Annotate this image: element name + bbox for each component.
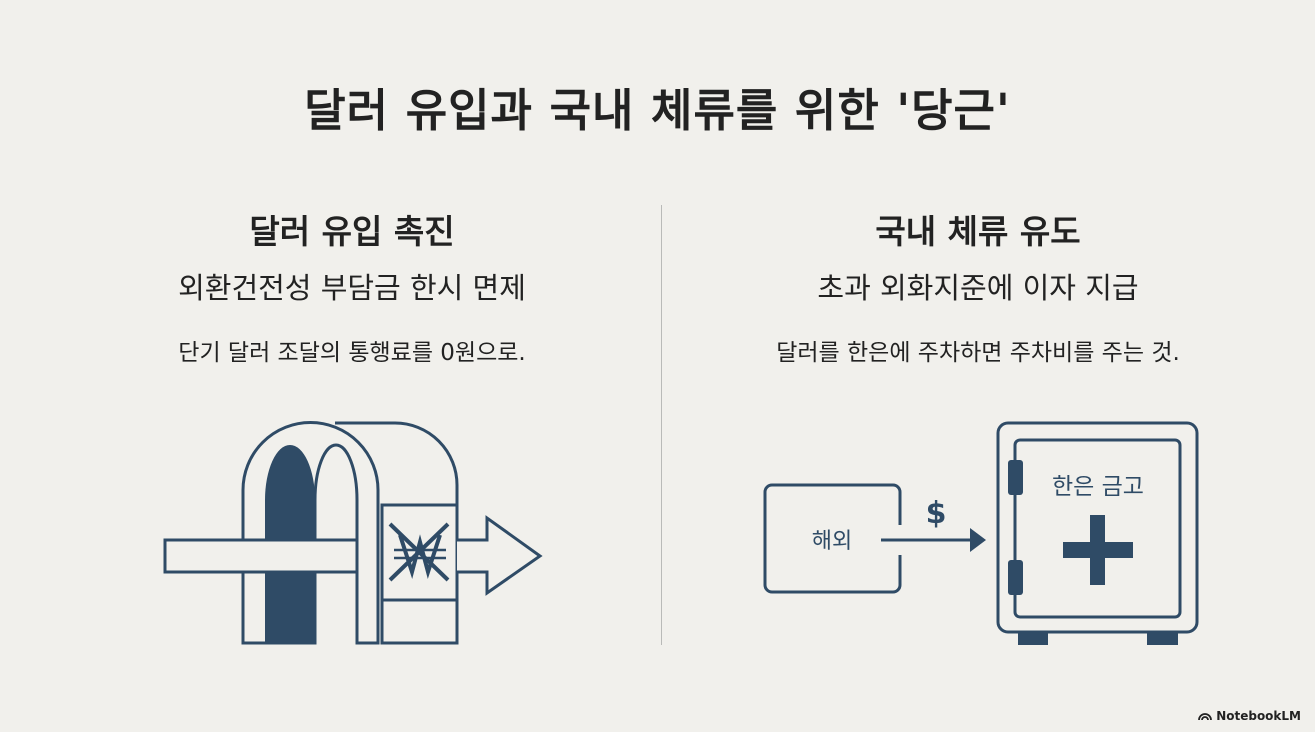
toll-gate-illustration [163,421,543,645]
right-description: 달러를 한은에 주차하면 주차비를 주는 것. [776,340,1180,366]
vault-label: 한은 금고 [1052,474,1144,500]
notebooklm-logo: NotebookLM [1198,709,1301,723]
arrow-head-icon [970,528,986,552]
vault-illustration: 해외 $ 한은 금고 [763,421,1199,645]
plus-icon [1063,515,1133,585]
right-heading: 국내 체류 유도 [875,212,1081,251]
vault-body [996,421,1199,634]
crossed-won-icon [388,522,450,582]
dollar-icon: $ [926,496,947,531]
left-subtitle: 외환건전성 부담금 한시 면제 [178,271,526,305]
notebooklm-icon [1198,713,1213,721]
left-column: 달러 유입 촉진 외환건전성 부담금 한시 면제 단기 달러 조달의 통행료를 … [42,205,662,367]
slide-title: 달러 유입과 국내 체류를 위한 '당근' [304,84,1011,137]
overseas-box [763,483,902,594]
left-description: 단기 달러 조달의 통행료를 0원으로. [178,340,526,366]
right-subtitle: 초과 외화지준에 이자 지급 [817,271,1139,305]
left-heading: 달러 유입 촉진 [249,212,455,251]
right-column: 국내 체류 유도 초과 외화지준에 이자 지급 달러를 한은에 주차하면 주차비… [668,205,1288,367]
column-divider [661,205,662,645]
brand-label: NotebookLM [1216,709,1301,723]
overseas-label: 해외 [812,529,852,554]
